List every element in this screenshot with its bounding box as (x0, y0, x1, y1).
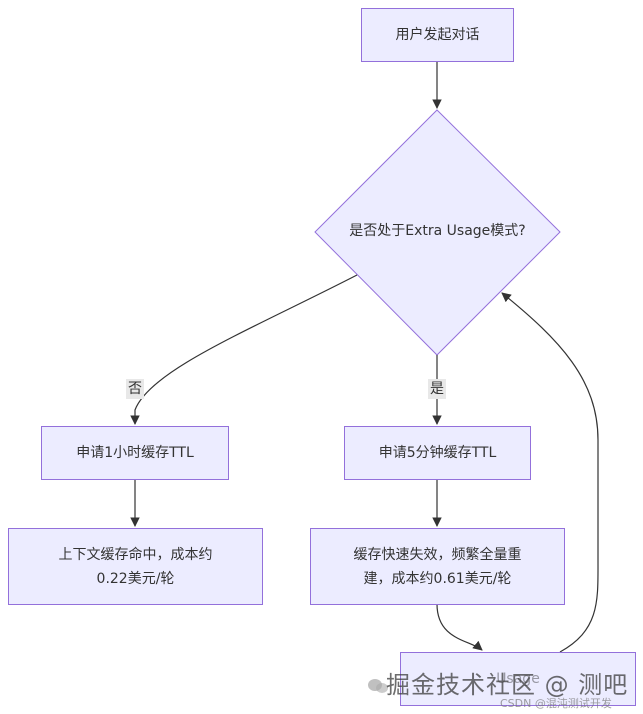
edge-decision-to-1h (130, 274, 358, 425)
watermark-secondary: CSDN @混沌测试开发 (500, 697, 612, 710)
node-result-1h-line1: 上下文缓存命中，成本约 (58, 546, 213, 563)
edge-loop-to-decision (501, 292, 599, 653)
edge-label-yes: 是 (428, 379, 446, 399)
wechat-icon (368, 679, 388, 693)
node-ttl-5m: 申请5分钟缓存TTL (344, 426, 531, 480)
node-ttl-1h-label: 申请1小时缓存TTL (76, 445, 194, 461)
node-start: 用户发起对话 (361, 8, 514, 62)
node-result-1h-line2: 0.22美元/轮 (96, 570, 175, 587)
node-result-1h: 上下文缓存命中，成本约 0.22美元/轮 (8, 528, 263, 605)
edge-label-no: 否 (126, 379, 144, 399)
node-ttl-1h: 申请1小时缓存TTL (41, 426, 229, 480)
node-bottom: Usage (400, 652, 636, 706)
node-ttl-5m-label: 申请5分钟缓存TTL (378, 445, 497, 461)
node-result-5m-line2: 建，成本约0.61美元/轮 (363, 570, 512, 587)
edge-result-to-bottom (436, 603, 483, 651)
watermark-primary: 掘金技术社区 @ 测吧 (386, 671, 629, 699)
node-decision-label: 是否处于Extra Usage模式? (349, 223, 526, 239)
node-result-5m: 缓存快速失效，频繁全量重 建，成本约0.61美元/轮 (310, 528, 565, 605)
node-result-5m-line1: 缓存快速失效，频繁全量重 (353, 546, 522, 563)
node-bottom-label: Usage (496, 671, 540, 687)
node-start-label: 用户发起对话 (395, 27, 480, 43)
